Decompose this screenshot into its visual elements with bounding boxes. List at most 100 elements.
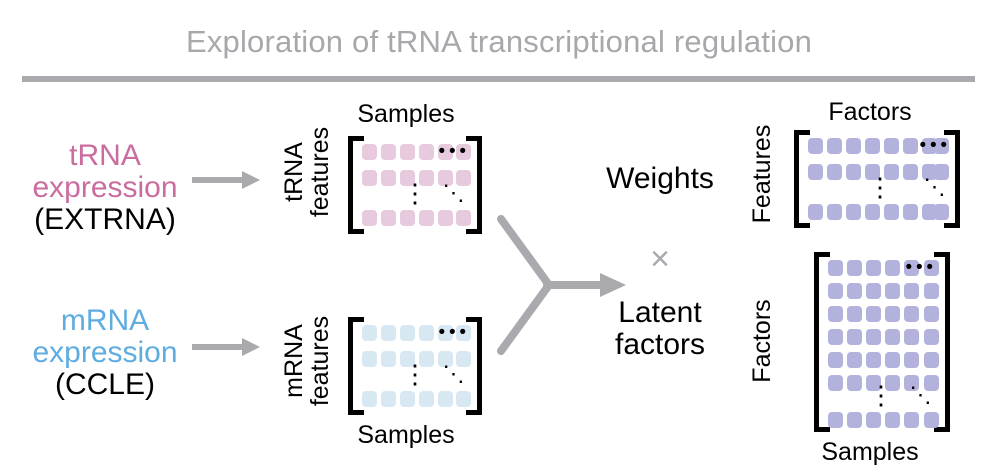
matrix-cell: [362, 391, 377, 407]
weights-bracket-right: [944, 130, 960, 228]
matrix-cell: [438, 170, 453, 186]
row-ellipsis: ⋮: [402, 178, 428, 208]
matrix-cell: [866, 283, 881, 299]
merge-arrow-right-icon: [497, 215, 626, 355]
matrix-cell: [885, 375, 900, 391]
matrix-cell: [456, 210, 471, 226]
matrix-cell: [438, 351, 453, 367]
matrix-cell: [904, 260, 919, 276]
matrix-cell: [381, 170, 396, 186]
matrix-cell: [828, 412, 843, 428]
matrix-cell: [924, 352, 939, 368]
matrix-cell: [828, 352, 843, 368]
matrix-cell: [828, 283, 843, 299]
trna-matrix: Samples tRNA features • • •⋮⋱: [280, 100, 500, 240]
latent-factors-label: Latent factors: [580, 296, 740, 361]
matrix-cell: [884, 164, 899, 180]
matrix-cell: [847, 260, 862, 276]
latent-matrix-bottom-label: Samples: [821, 438, 919, 466]
matrix-cell: [381, 325, 396, 341]
matrix-cell: [827, 138, 842, 154]
matrix-cell: [866, 329, 881, 345]
source-trna-line3: (EXTRNA): [34, 202, 176, 236]
mrna-matrix-bottom-label: Samples: [357, 421, 455, 449]
matrix-cell: [934, 204, 949, 220]
matrix-cell: [400, 144, 415, 160]
matrix-cell: [903, 138, 918, 154]
matrix-cell: [438, 391, 453, 407]
matrix-cell: [381, 391, 396, 407]
trna-side-line2: features: [305, 126, 334, 218]
mrna-bracket-right: [466, 317, 482, 415]
matrix-cell: [419, 325, 434, 341]
matrix-cell: [362, 144, 377, 160]
matrix-cell: [922, 204, 937, 220]
mrna-matrix: Samples mRNA features • • • ⋮ ⋱: [280, 295, 500, 455]
matrix-cell: [400, 170, 415, 186]
mrna-matrix-side-label: mRNA features: [280, 301, 334, 421]
matrix-cell: [808, 204, 823, 220]
matrix-cell: [381, 144, 396, 160]
matrix-cell: [866, 412, 881, 428]
matrix-cell: [456, 325, 471, 341]
matrix-cell: [808, 138, 823, 154]
matrix-cell: [934, 138, 949, 154]
diag-ellipsis: ⋱: [442, 361, 465, 386]
matrix-cell: [884, 204, 899, 220]
latent-bracket-right: [934, 252, 950, 432]
matrix-cell: [808, 164, 823, 180]
arrow-right-icon-mrna: [192, 338, 260, 356]
matrix-cell: [924, 260, 939, 276]
matrix-cell: [847, 412, 862, 428]
matrix-cell: [904, 329, 919, 345]
multiply-icon: ×: [650, 240, 670, 278]
matrix-cell: [400, 351, 415, 367]
page-title: Exploration of tRNA transcriptional regu…: [185, 24, 813, 59]
matrix-cell: [866, 352, 881, 368]
latent-bracket-left: [814, 252, 830, 432]
matrix-cell: [846, 204, 861, 220]
row-ellipsis: ⋮: [868, 380, 894, 410]
matrix-cell: [866, 375, 881, 391]
matrix-cell: [828, 375, 843, 391]
source-mrna-line1: mRNA: [60, 304, 150, 337]
arrow-right-icon-trna: [192, 171, 260, 189]
col-ellipsis: • • •: [919, 135, 948, 156]
matrix-cell: [362, 170, 377, 186]
source-label-mrna: mRNA expression (CCLE): [0, 305, 210, 400]
matrix-cell: [904, 283, 919, 299]
weights-bracket-left: [794, 130, 810, 228]
weights-matrix: Factors Features • • •⋮⋱: [748, 98, 998, 243]
source-mrna-line3: (CCLE): [54, 367, 155, 401]
matrix-cell: [827, 164, 842, 180]
row-ellipsis: ⋮: [402, 359, 428, 389]
matrix-cell: [381, 351, 396, 367]
matrix-cell: [904, 352, 919, 368]
matrix-cell: [456, 391, 471, 407]
matrix-cell: [866, 260, 881, 276]
trna-matrix-side-label: tRNA features: [280, 112, 334, 232]
col-ellipsis: • • •: [905, 257, 934, 278]
mrna-bracket-left: [348, 317, 364, 415]
matrix-cell: [903, 164, 918, 180]
matrix-cell: [885, 306, 900, 322]
matrix-cell: [362, 210, 377, 226]
matrix-cell: [419, 144, 434, 160]
mrna-side-line2: features: [305, 315, 334, 407]
col-ellipsis: • • •: [438, 322, 467, 343]
matrix-cell: [400, 210, 415, 226]
matrix-cell: [866, 306, 881, 322]
matrix-cell: [419, 170, 434, 186]
matrix-cell: [847, 352, 862, 368]
matrix-cell: [865, 164, 880, 180]
matrix-cell: [865, 138, 880, 154]
title-divider: [22, 76, 975, 82]
matrix-cell: [438, 325, 453, 341]
matrix-cell: [847, 329, 862, 345]
matrix-cell: [885, 352, 900, 368]
matrix-cell: [885, 260, 900, 276]
matrix-cell: [846, 164, 861, 180]
matrix-cell: [885, 412, 900, 428]
matrix-cell: [847, 375, 862, 391]
matrix-cell: [934, 164, 949, 180]
